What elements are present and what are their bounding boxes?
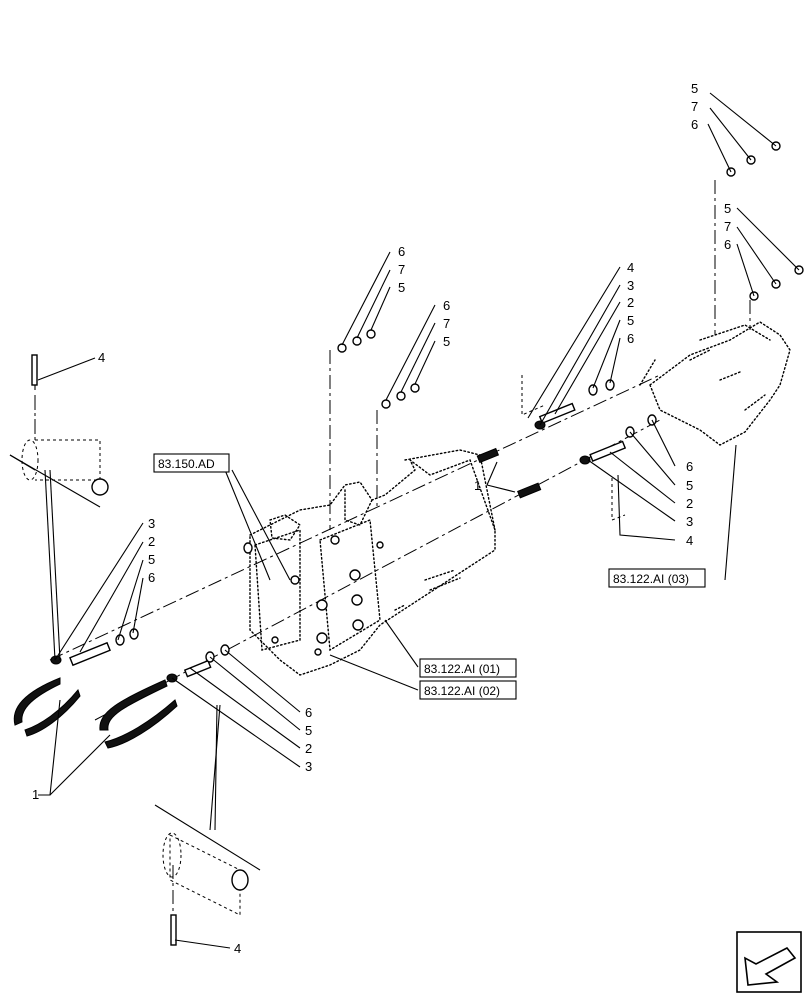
callout-6: 6 [691, 117, 698, 132]
callout-5: 5 [305, 723, 312, 738]
callout-3: 3 [686, 514, 693, 529]
callout-4: 4 [234, 941, 241, 956]
callout-6: 6 [398, 244, 405, 259]
callout-5: 5 [686, 478, 693, 493]
callout-3: 3 [305, 759, 312, 774]
callout-6: 6 [686, 459, 693, 474]
reference-label: 83.150.AD [158, 457, 215, 471]
reference-83-122-ai-02[interactable]: 83.122.AI (02) [419, 680, 517, 700]
callout-6: 6 [724, 237, 731, 252]
callout-4: 4 [627, 260, 634, 275]
callout-7: 7 [443, 316, 450, 331]
callout-5: 5 [148, 552, 155, 567]
callout-2: 2 [686, 496, 693, 511]
callout-5: 5 [691, 81, 698, 96]
callout-6: 6 [627, 331, 634, 346]
callout-1: 1 [32, 787, 39, 802]
right-bracket [639, 321, 791, 446]
callout-2: 2 [148, 534, 155, 549]
callout-6: 6 [305, 705, 312, 720]
callout-3: 3 [627, 278, 634, 293]
callout-6: 6 [443, 298, 450, 313]
callout-3: 3 [148, 516, 155, 531]
callout-7: 7 [691, 99, 698, 114]
reference-label: 83.122.AI (02) [424, 684, 500, 698]
callout-2: 2 [627, 295, 634, 310]
callout-7: 7 [398, 262, 405, 277]
reference-label: 83.122.AI (01) [424, 662, 500, 676]
reference-label: 83.122.AI (03) [613, 572, 689, 586]
reference-83-150-ad[interactable]: 83.150.AD [153, 453, 230, 473]
pin-guide-bottom [154, 804, 261, 916]
gearbox-housing [244, 449, 496, 676]
reference-83-122-ai-03[interactable]: 83.122.AI (03) [608, 568, 706, 588]
callout-7: 7 [724, 219, 731, 234]
callout-4: 4 [98, 350, 105, 365]
pin-guide-top [9, 400, 109, 508]
reference-83-122-ai-01[interactable]: 83.122.AI (01) [419, 658, 517, 678]
leader-lines [37, 92, 800, 949]
callout-6: 6 [148, 570, 155, 585]
callout-5: 5 [724, 201, 731, 216]
callout-numbers: 4 3 2 5 6 1 6 5 2 3 4 6 7 5 6 7 5 4 3 2 … [32, 81, 731, 956]
callout-5: 5 [398, 280, 405, 295]
callout-4: 4 [686, 533, 693, 548]
callout-1: 1 [474, 478, 481, 493]
arrow-back-icon[interactable] [736, 931, 802, 993]
reference-boxes: 83.150.AD 83.122.AI (01) 83.122.AI (02) … [153, 453, 706, 700]
callout-5: 5 [627, 313, 634, 328]
callout-5: 5 [443, 334, 450, 349]
left-parts [13, 542, 253, 749]
center-lines [34, 180, 751, 925]
callout-2: 2 [305, 741, 312, 756]
